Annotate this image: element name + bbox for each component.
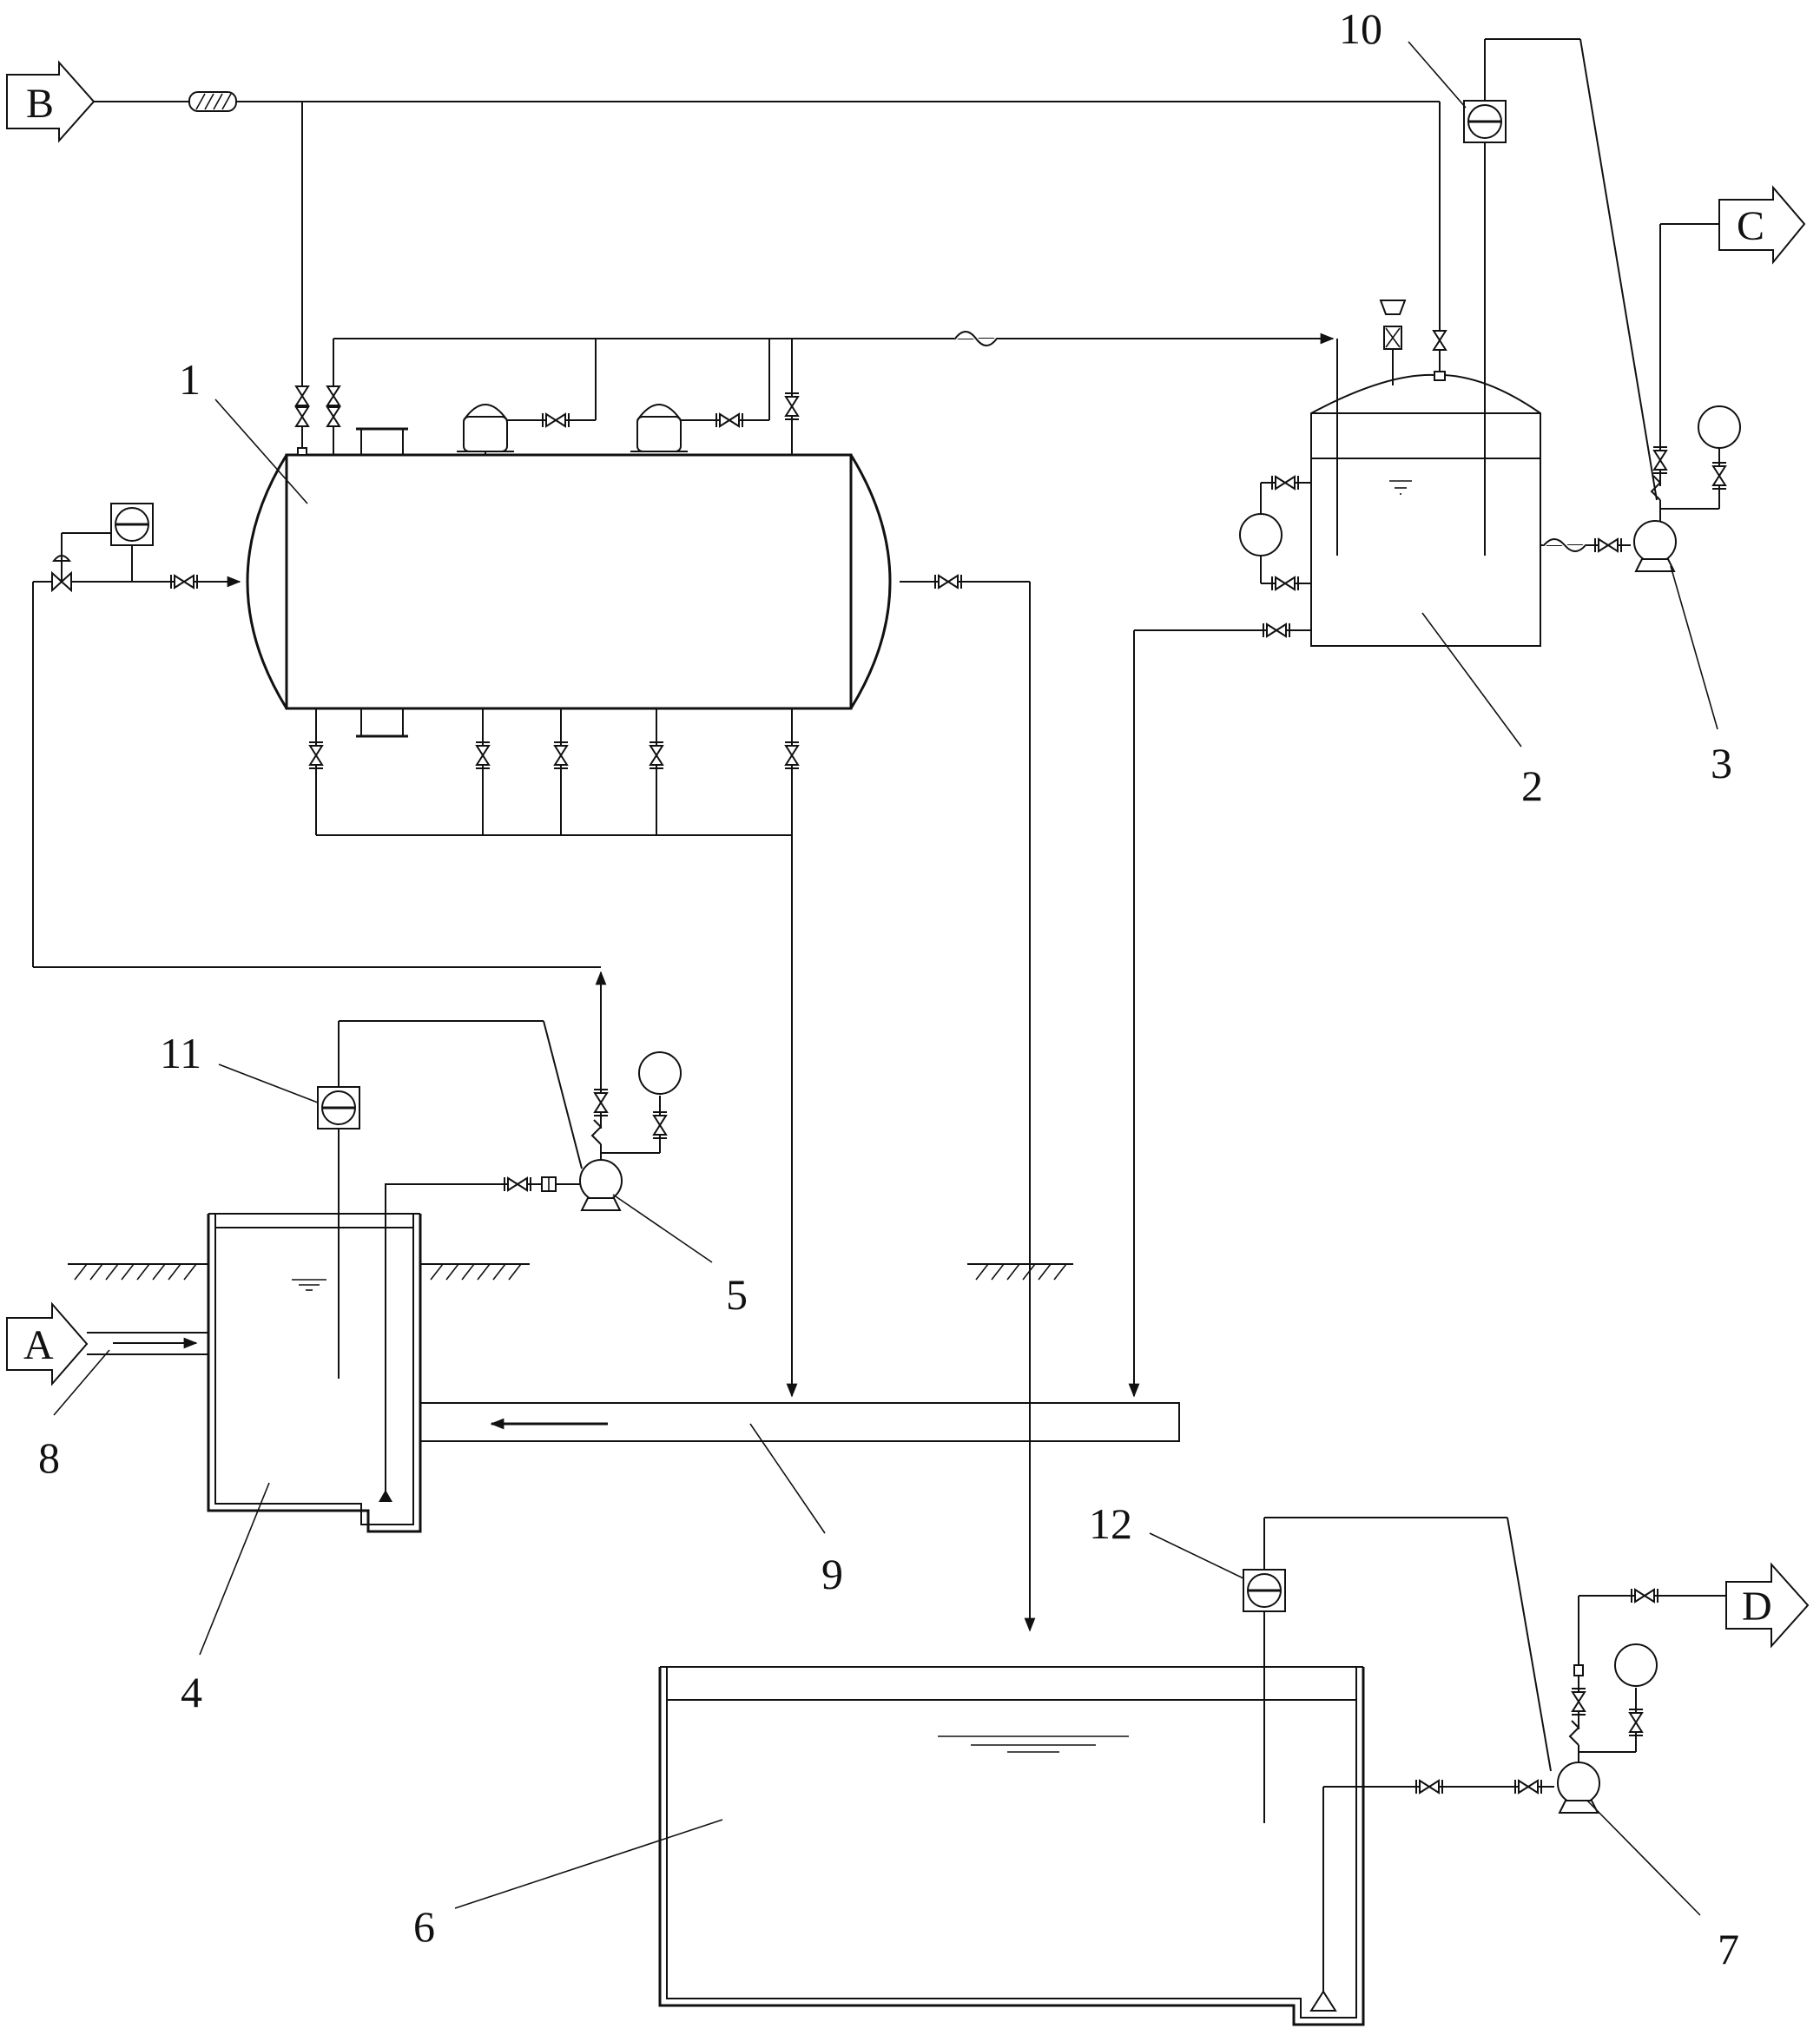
- label-8: 8: [38, 1433, 60, 1482]
- terminal-b-label: B: [26, 81, 54, 127]
- pressure-gauge-icon: [1614, 1643, 1658, 1687]
- line-b-header: [94, 91, 1441, 450]
- tank-4: [207, 1213, 422, 1533]
- vessel-1-drains: [308, 708, 800, 1398]
- tank-2: [1239, 300, 1541, 647]
- inlet-line-8: [87, 1332, 208, 1355]
- label-1: 1: [179, 355, 201, 404]
- terminal-d: D: [1725, 1562, 1810, 1649]
- label-5: 5: [726, 1270, 748, 1319]
- label-12: 12: [1089, 1499, 1132, 1548]
- pump-5: [32, 582, 682, 1502]
- terminal-b: B: [6, 60, 96, 143]
- terminal-c: C: [1718, 185, 1806, 265]
- label-3: 3: [1711, 739, 1732, 787]
- label-10: 10: [1339, 4, 1382, 53]
- leader-lines: [53, 41, 1718, 1916]
- arrow-terminal-icon: [1725, 1562, 1810, 1649]
- level-gauge-2: [1239, 513, 1283, 556]
- level-switch-11: [316, 1020, 583, 1379]
- tank-2-outlet: [1128, 622, 1311, 1398]
- pump-3: [1540, 223, 1741, 572]
- terminal-a-label: A: [23, 1322, 54, 1368]
- arrow-terminal-icon: [1718, 185, 1806, 265]
- label-6: 6: [413, 1902, 435, 1951]
- level-switch-10: [1462, 38, 1658, 501]
- centrifugal-pump-icon: [579, 1159, 623, 1211]
- centrifugal-pump-icon: [1557, 1762, 1600, 1814]
- pressure-gauge-icon: [638, 1051, 682, 1095]
- tank-6: [658, 1666, 1365, 2026]
- arrow-terminal-icon: [6, 60, 96, 143]
- centrifugal-pump-icon: [1633, 520, 1677, 572]
- pump-7: [1322, 1588, 1726, 1992]
- vessel-1: [246, 404, 892, 738]
- pressure-gauge-icon: [1698, 405, 1741, 449]
- label-7: 7: [1718, 1925, 1739, 1973]
- label-4: 4: [181, 1668, 202, 1716]
- arrow-terminal-icon: [6, 1301, 89, 1386]
- channel-9: [419, 1402, 1180, 1442]
- level-switch-12: [1242, 1517, 1552, 1823]
- flow-indicator: [109, 502, 155, 547]
- terminal-a: A: [6, 1301, 89, 1386]
- label-9: 9: [821, 1550, 843, 1598]
- component-labels: 1 2 3 4 5 6 7 8 9 10 11 12: [38, 4, 1739, 1973]
- vessel-1-outlet: [900, 574, 1036, 1632]
- terminal-c-label: C: [1737, 203, 1764, 249]
- vessel-1-top-piping: [295, 329, 1335, 456]
- vessel-1-inlet: [33, 502, 241, 593]
- label-11: 11: [160, 1029, 201, 1077]
- terminal-d-label: D: [1742, 1584, 1772, 1630]
- ground-markers: [68, 1263, 1073, 1281]
- label-2: 2: [1521, 761, 1543, 810]
